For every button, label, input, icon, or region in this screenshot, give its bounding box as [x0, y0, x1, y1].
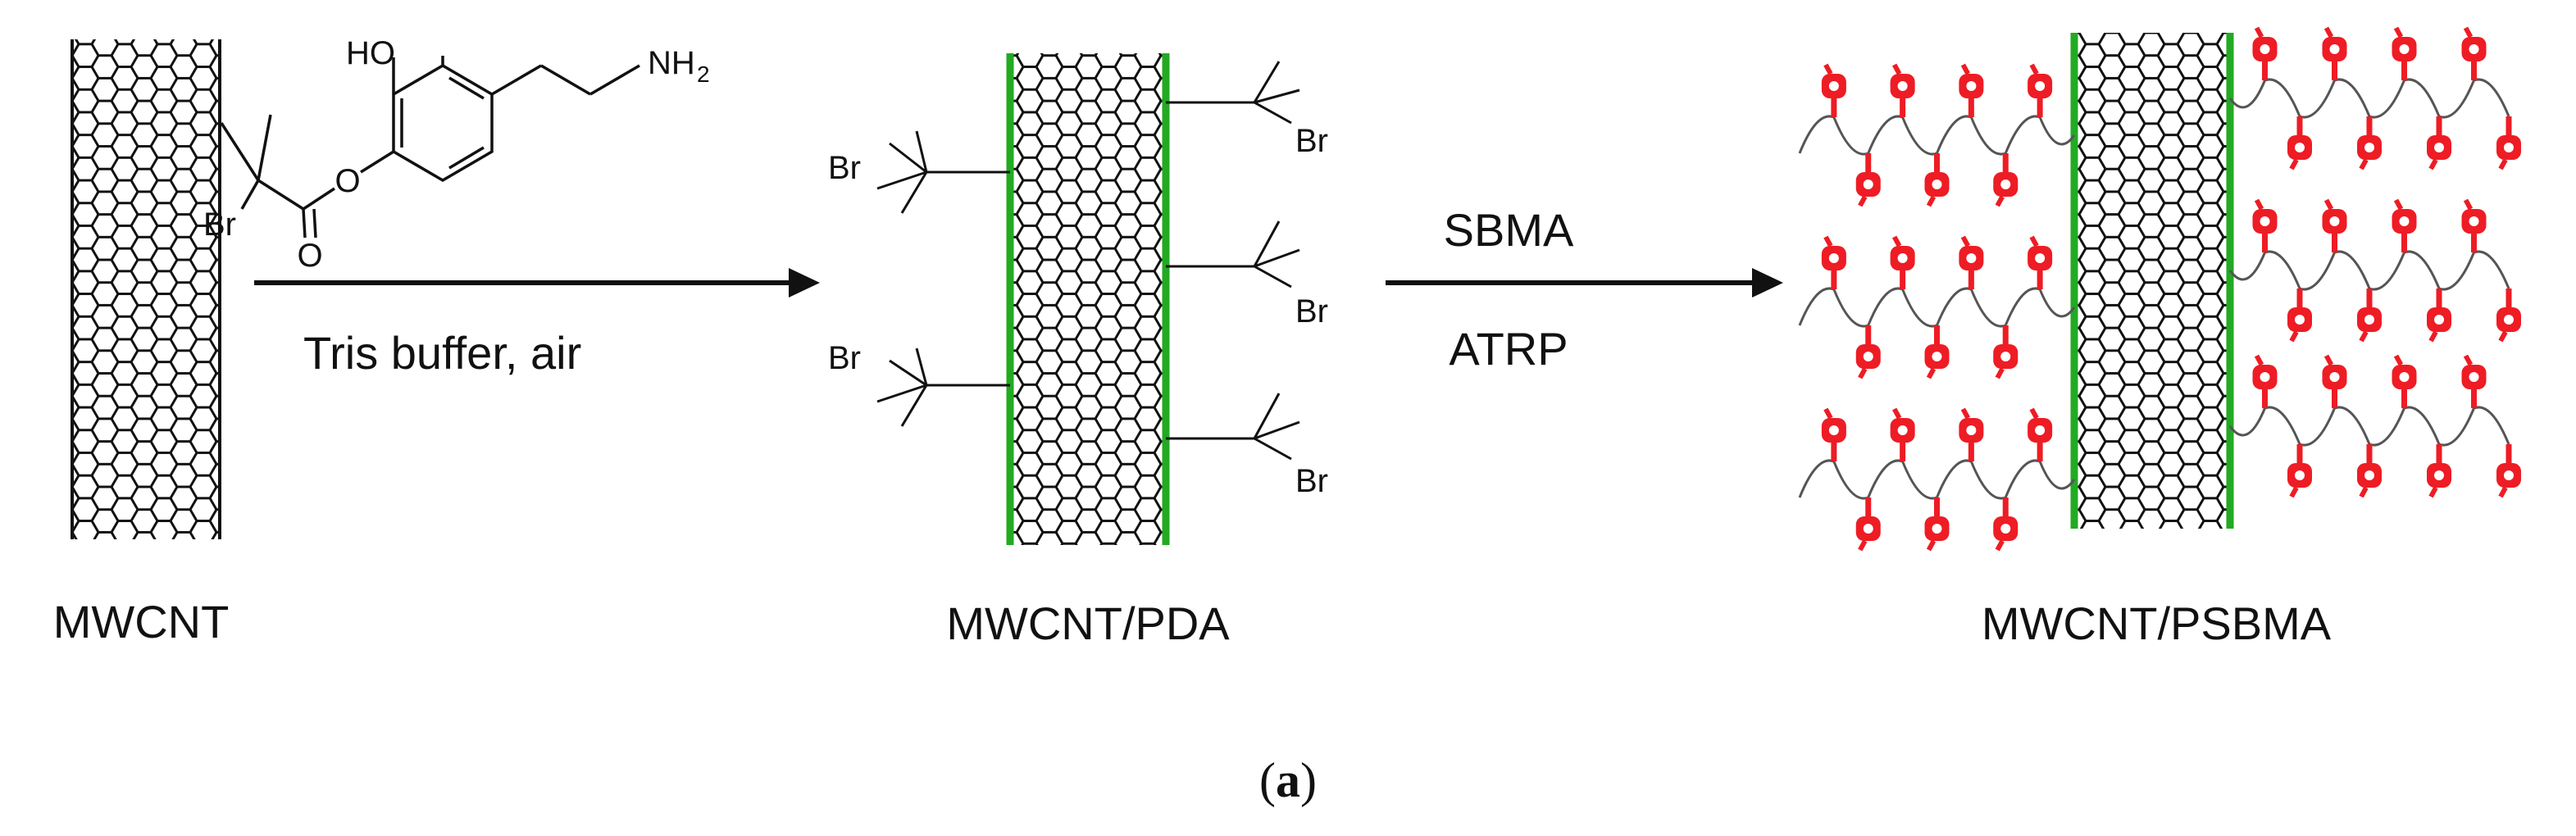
sbma-unit: [2392, 354, 2417, 408]
sbma-unit: [2252, 198, 2278, 252]
sbma-unit: [1924, 498, 1950, 552]
br-label-left-lower: Br: [828, 340, 861, 376]
sbma-unit: [2322, 354, 2347, 408]
sbma-unit: [1993, 153, 2018, 207]
sbma-unit: [1890, 63, 1915, 117]
sbma-unit: [2496, 289, 2521, 343]
mwcnt-label: MWCNT: [53, 596, 230, 647]
psbma-brush-chains: [1798, 26, 2521, 552]
sbma-unit: [2357, 289, 2382, 343]
sbma-unit: [2461, 26, 2487, 80]
initiator-reagent-atoms: HO NH 2 O O Br: [203, 35, 710, 274]
br-label-right-top: Br: [1295, 123, 1328, 159]
sbma-unit: [2427, 289, 2451, 343]
sbma-unit: [1959, 235, 1984, 289]
mwcnt-tube: [71, 39, 221, 539]
sbma-unit: [2357, 116, 2382, 170]
atom-o-ester: O: [335, 163, 360, 199]
mwcnt-psbma-label: MWCNT/PSBMA: [1982, 597, 2332, 649]
caption-close-paren: ): [1300, 753, 1317, 807]
sbma-unit: [2392, 198, 2417, 252]
step1-condition-label: Tris buffer, air: [303, 327, 581, 379]
atom-nh2-subscript: 2: [697, 61, 710, 87]
sbma-unit: [2427, 444, 2451, 498]
polymer-chain: [2228, 354, 2521, 498]
sbma-unit: [1821, 407, 1846, 461]
sbma-unit: [2496, 444, 2521, 498]
mwcnt-psbma-tube: [2070, 33, 2234, 529]
br-label-right-bottom: Br: [1295, 463, 1328, 499]
atom-ho: HO: [346, 35, 395, 71]
sbma-unit: [1890, 407, 1915, 461]
sbma-unit: [2461, 354, 2487, 408]
mwcnt-pda-label: MWCNT/PDA: [946, 597, 1230, 649]
polymer-chain: [1798, 407, 2076, 552]
sbma-unit: [2461, 198, 2487, 252]
initiator-reagent-structure: [220, 56, 640, 239]
polymer-chain: [1798, 63, 2076, 207]
sbma-unit: [2028, 235, 2053, 289]
atom-nh2: NH: [648, 45, 695, 81]
sbma-unit: [2287, 444, 2312, 498]
sbma-unit: [1821, 235, 1846, 289]
sbma-unit: [2357, 444, 2382, 498]
pda-br-labels: Br Br Br Br Br: [828, 123, 1328, 499]
sbma-unit: [2028, 407, 2053, 461]
mwcnt-pda-tube: [1006, 53, 1170, 545]
sbma-unit: [1855, 153, 1881, 207]
atom-br: Br: [203, 207, 236, 243]
sbma-unit: [1890, 235, 1915, 289]
sbma-unit: [2287, 289, 2312, 343]
arrow-step1: [254, 268, 820, 298]
br-label-left-upper: Br: [828, 150, 861, 186]
polymer-chain: [2228, 198, 2521, 343]
sbma-unit: [1924, 153, 1950, 207]
sbma-unit: [1993, 498, 2018, 552]
sbma-unit: [2322, 198, 2347, 252]
sbma-unit: [2427, 116, 2451, 170]
arrow-step2: [1386, 268, 1783, 298]
sbma-unit: [2028, 63, 2053, 117]
sbma-unit: [1993, 325, 2018, 379]
br-label-right-middle: Br: [1295, 293, 1328, 329]
polymer-chain: [2228, 26, 2521, 170]
step2-bottom-label: ATRP: [1449, 323, 1568, 375]
polymer-chain: [1798, 235, 2076, 379]
sbma-unit: [2392, 26, 2417, 80]
sbma-unit: [1855, 325, 1881, 379]
pda-initiator-groups: [876, 61, 1300, 461]
sbma-unit: [1924, 325, 1950, 379]
sbma-unit: [2287, 116, 2312, 170]
figure-caption: (a): [1259, 753, 1317, 807]
sbma-unit: [2322, 26, 2347, 80]
sbma-unit: [1821, 63, 1846, 117]
sbma-unit: [2252, 354, 2278, 408]
sbma-unit: [1855, 498, 1881, 552]
caption-open-paren: (: [1259, 753, 1276, 807]
sbma-unit: [2252, 26, 2278, 80]
caption-letter: a: [1276, 753, 1300, 807]
sbma-unit: [1959, 63, 1984, 117]
step2-top-label: SBMA: [1444, 204, 1574, 256]
sbma-unit: [2496, 116, 2521, 170]
atom-o-carbonyl: O: [297, 238, 322, 274]
sbma-unit: [1959, 407, 1984, 461]
